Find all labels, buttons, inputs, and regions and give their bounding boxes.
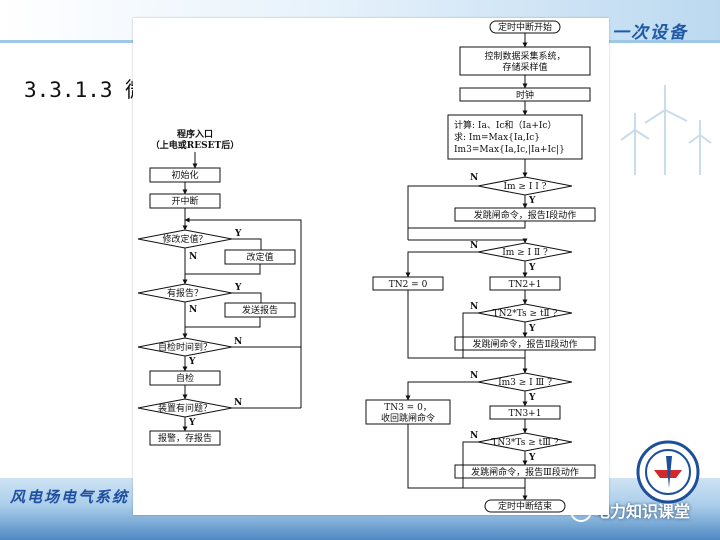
clock-label: 时钟: [516, 89, 534, 101]
tn2-inc-label: TN2+1: [509, 280, 542, 290]
fault-no-label: N: [234, 398, 242, 408]
report-no-label: N: [189, 305, 197, 315]
time2-question: TN2*Ts ≥ tⅡ ?: [493, 309, 558, 319]
selfcheck-question: 自检时间到？: [158, 341, 212, 353]
cmp3-decision: [477, 372, 573, 392]
cmp2-question: Im ≥ I Ⅱ ?: [502, 248, 548, 258]
modify-no-label: N: [189, 252, 197, 262]
cmp2-decision: [477, 242, 573, 262]
sampling-line2: 存储采样值: [502, 61, 547, 73]
calc-line1: 计算: Ia、Ic和（Ia+Ic）: [454, 119, 556, 131]
fault-question: 装置有问题？: [158, 402, 212, 414]
tn3-reset-box: [365, 399, 451, 425]
left-title-line1: 程序入口: [177, 128, 213, 140]
cmp1-yes-label: Y: [528, 196, 536, 206]
alarm-label: 报警，存报告: [158, 432, 212, 444]
modify-question: 修改定值？: [162, 233, 207, 245]
init-label: 初始化: [171, 169, 198, 181]
university-emblem-icon: [636, 440, 700, 504]
cmp1-decision: [477, 176, 573, 196]
tn2-reset-label: TN2 = 0: [389, 280, 428, 290]
time3-question: TN3*Ts ≥ tⅢ ?: [491, 438, 558, 448]
selfcheck-yes-label: Y: [188, 357, 196, 367]
tn3-inc-label: TN3+1: [509, 409, 542, 419]
selfcheck-label: 自检: [176, 372, 194, 384]
footer-title: 风电场电气系统: [10, 488, 130, 506]
trip1-label: 发跳闸命令，报告Ⅰ段动作: [474, 209, 577, 221]
cmp3-question: Im3 ≥ I Ⅲ ?: [498, 378, 552, 388]
header-title: 一次设备: [612, 23, 688, 43]
time2-no-label: N: [470, 302, 478, 312]
flowchart-canvas: .bx { fill: #fff; stroke: #111; stroke-w…: [137, 20, 596, 513]
cmp1-no-label: N: [470, 173, 478, 183]
section-title: 3.3.1.3 微: [24, 78, 147, 102]
watermark-text: 电力知识课堂: [594, 502, 691, 521]
fault-yes-label: Y: [188, 418, 196, 428]
tn3-reset-line1: TN3 = 0，: [384, 403, 432, 413]
cmp3-yes-label: Y: [528, 393, 536, 403]
report-yes-label: Y: [234, 283, 242, 293]
wind-turbine-icon: [620, 85, 712, 175]
enable-interrupt-label: 开中断: [171, 195, 198, 207]
time2-decision: [477, 303, 573, 323]
left-title-line2: （上电或RESET后）: [151, 139, 239, 151]
time3-no-label: N: [470, 431, 478, 441]
calc-line2: 求: Im=Max{Ia,Ic}: [454, 131, 540, 143]
alarm-box: [149, 430, 221, 446]
cmp2-no-label: N: [470, 241, 478, 251]
cmp1-question: Im ≥ I Ⅰ ?: [503, 182, 546, 192]
report-action-label: 发送报告: [242, 304, 278, 316]
report-question: 有报告？: [167, 287, 203, 299]
sampling-line1: 控制数据采集系统，: [484, 50, 565, 62]
end-label: 定时中断结束: [498, 500, 552, 512]
sampling-box: [459, 46, 591, 76]
time3-yes-label: Y: [528, 453, 536, 463]
calculation-box: [447, 114, 583, 160]
modify-action-label: 改定值: [246, 251, 273, 263]
tn3-reset-line2: 收回跳闸命令: [381, 412, 435, 424]
modify-yes-label: Y: [234, 229, 242, 239]
calc-line3: Im3=Max{Ia,Ic,|Ia+Ic|}: [454, 145, 565, 155]
trip2-label: 发跳闸命令，报告Ⅱ段动作: [472, 338, 577, 350]
selfcheck-no-label: N: [234, 337, 242, 347]
cmp3-no-label: N: [470, 371, 478, 381]
start-label: 定时中断开始: [498, 21, 552, 33]
trip3-label: 发跳闸命令，报告Ⅲ段动作: [471, 466, 579, 478]
end-terminal: [484, 499, 566, 513]
time3-decision: [477, 432, 573, 452]
cmp2-yes-label: Y: [528, 263, 536, 273]
time2-yes-label: Y: [528, 324, 536, 334]
